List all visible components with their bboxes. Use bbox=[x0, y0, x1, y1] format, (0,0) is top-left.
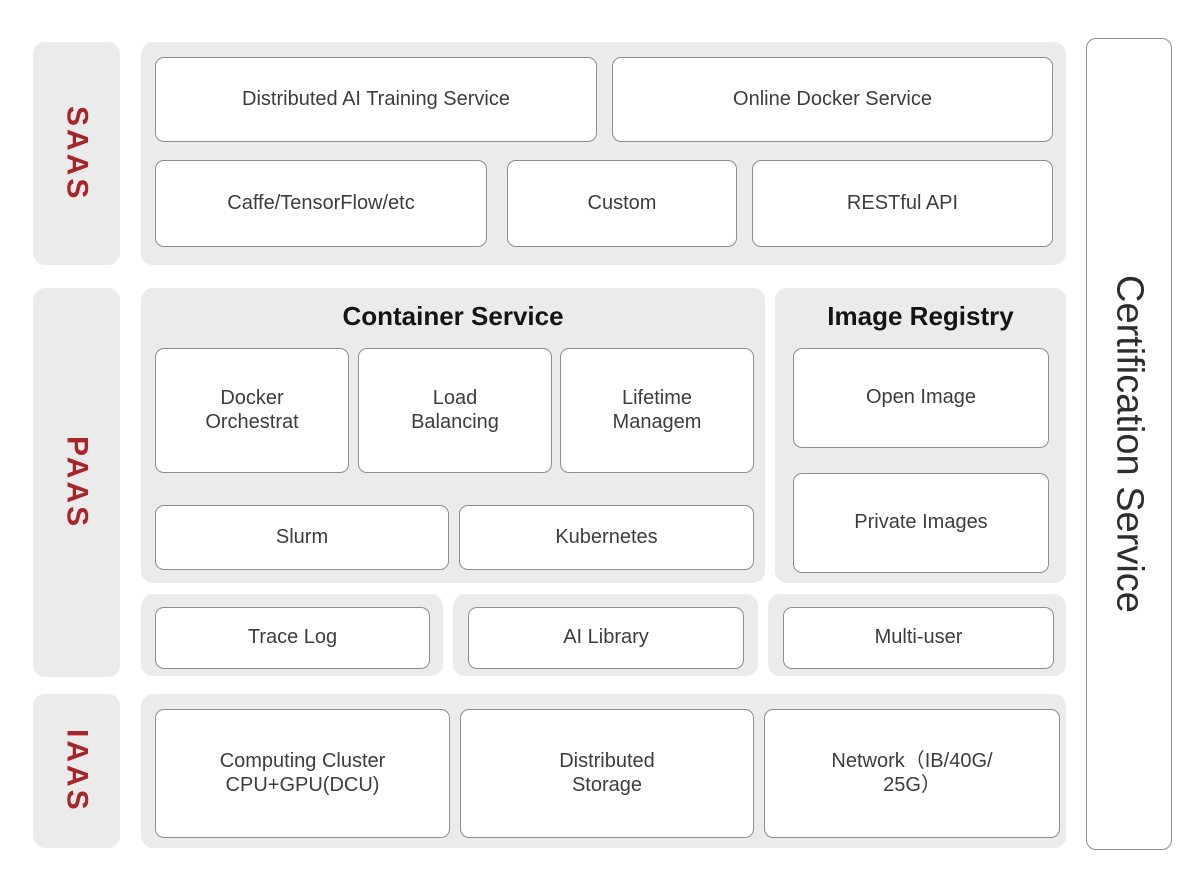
box-caffe-tensorflow-etc: Caffe/TensorFlow/etc bbox=[155, 160, 487, 247]
box-load-balancing: Load Balancing bbox=[358, 348, 552, 473]
layer-label-saas: SAAS bbox=[33, 42, 120, 265]
box-docker-orchestrat: Docker Orchestrat bbox=[155, 348, 349, 473]
box-ai-library: AI Library bbox=[468, 607, 744, 669]
box-online-docker-service: Online Docker Service bbox=[612, 57, 1053, 142]
box-computing-cluster: Computing Cluster CPU+GPU(DCU) bbox=[155, 709, 450, 838]
box-custom: Custom bbox=[507, 160, 737, 247]
box-restful-api: RESTful API bbox=[752, 160, 1053, 247]
box-slurm: Slurm bbox=[155, 505, 449, 570]
container-service-title: Container Service bbox=[342, 301, 564, 331]
box-kubernetes: Kubernetes bbox=[459, 505, 754, 570]
saas-label-text: SAAS bbox=[60, 105, 94, 202]
box-lifetime-managem: Lifetime Managem bbox=[560, 348, 754, 473]
paas-label-text: PAAS bbox=[60, 435, 94, 530]
layer-label-iaas: IAAS bbox=[33, 694, 120, 848]
box-open-image: Open Image bbox=[793, 348, 1049, 448]
box-distributed-storage: Distributed Storage bbox=[460, 709, 754, 838]
box-multi-user: Multi-user bbox=[783, 607, 1054, 669]
image-registry-title: Image Registry bbox=[827, 301, 1014, 331]
box-private-images: Private Images bbox=[793, 473, 1049, 573]
iaas-label-text: IAAS bbox=[60, 729, 94, 813]
box-distributed-ai-training-service: Distributed AI Training Service bbox=[155, 57, 597, 142]
layer-label-paas: PAAS bbox=[33, 288, 120, 677]
certification-service-box: Certification Service bbox=[1086, 38, 1172, 850]
box-network: Network（IB/40G/ 25G） bbox=[764, 709, 1060, 838]
box-trace-log: Trace Log bbox=[155, 607, 430, 669]
certification-service-text: Certification Service bbox=[1108, 275, 1151, 613]
